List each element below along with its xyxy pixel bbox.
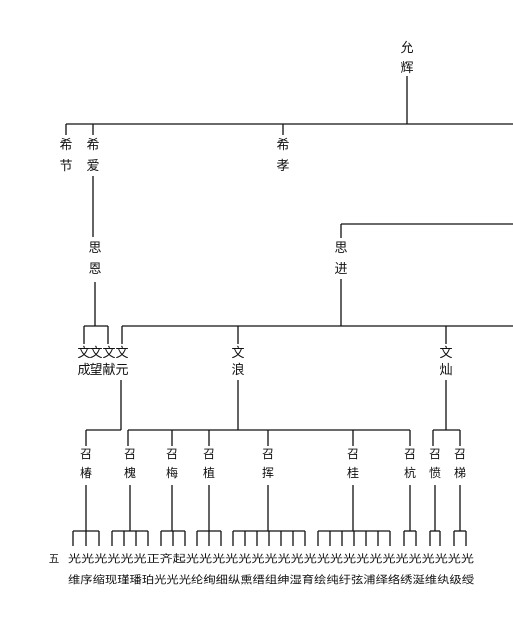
gen4-node-name-line1: 召	[262, 447, 274, 461]
gen3-node-name-line2: 灿	[439, 363, 452, 378]
connector-lines	[65, 76, 513, 546]
root-name-line2: 辉	[400, 61, 413, 76]
gen4-node-name-line1: 召	[80, 447, 92, 461]
gen1-node-name-line1: 希	[276, 138, 289, 153]
gen4-node-name-line1: 召	[203, 447, 215, 461]
gen4-node-name-line2: 杭	[404, 465, 416, 480]
gen3-node-name-line1: 文	[89, 346, 102, 361]
gen4-node-name-line1: 召	[404, 447, 416, 461]
gen3-node-name-line2: 成	[77, 363, 90, 378]
gen3-node-name-line1: 文	[102, 346, 115, 361]
gen4-node-name-line1: 召	[124, 447, 136, 461]
generation-4: 召 椿 召 槐 召 梅 召 植 召 挥 召 桂 召 杭 召 愤 召 梯	[80, 447, 466, 480]
gen3-node-name-line2: 浪	[231, 363, 244, 378]
gen1-node-name-line2: 爱	[86, 159, 99, 174]
bottom-generation: 五 光光光光光光正齐起光光光光光光光光光光光光光光光光光光光光光光 维序缩现瑾璠…	[49, 552, 475, 586]
gen2-node-name-line1: 思	[88, 241, 101, 256]
gen3-node-name-line1: 文	[439, 346, 452, 361]
gen2-node-name-line2: 进	[334, 262, 347, 277]
gen4-node-name-line1: 召	[429, 447, 441, 461]
gen4-node-name-line2: 植	[203, 465, 215, 480]
gen4-node-name-line1: 召	[454, 447, 466, 461]
gen4-node-name-line2: 梯	[454, 466, 466, 480]
root-name-line1: 允	[400, 40, 413, 56]
gen4-node-name-line1: 召	[347, 447, 359, 461]
gen3-node-name-line2: 献	[102, 363, 115, 378]
gen3-node-name-line1: 文	[77, 346, 90, 361]
gen4-node-name-line2: 挥	[262, 466, 274, 480]
gen3-node-name-line2: 望	[89, 362, 102, 378]
gen1-node-name-line1: 希	[59, 138, 72, 153]
generation-3: 文 成 文 望 文 献 文 元 文 浪 文 灿	[77, 346, 452, 378]
page-number: 五	[49, 553, 60, 565]
gen2-node-name-line1: 思	[334, 241, 347, 256]
gen1-node-name-line2: 节	[59, 159, 72, 174]
generation-1: 希 节 希 爱 希 孝	[59, 138, 289, 174]
gen4-node-name-line2: 梅	[166, 465, 178, 480]
gen3-node-name-line2: 元	[115, 363, 128, 378]
gen3-node-name-line1: 文	[115, 346, 128, 361]
gen1-node-name-line2: 孝	[276, 159, 289, 174]
gen4-node-name-line2: 桂	[347, 465, 359, 480]
gen2-node-name-line2: 恩	[88, 262, 101, 277]
gen4-node-name-line1: 召	[166, 447, 178, 461]
root-node: 允 辉	[400, 40, 413, 76]
bottom-row-line2: 维序缩现瑾璠珀光光光纶绚细纵熏缙组绅湿育绘纯纡弦浦绎络绣涎维纨级绶	[68, 573, 475, 586]
gen3-node-name-line1: 文	[231, 346, 244, 361]
generation-2: 思 恩 思 进	[88, 241, 347, 277]
gen4-node-name-line2: 愤	[429, 466, 441, 480]
gen1-node-name-line1: 希	[86, 138, 99, 153]
bottom-row-line1: 光光光光光光正齐起光光光光光光光光光光光光光光光光光光光光光光	[68, 552, 475, 565]
gen4-node-name-line2: 槐	[124, 465, 136, 480]
gen4-node-name-line2: 椿	[80, 466, 92, 480]
